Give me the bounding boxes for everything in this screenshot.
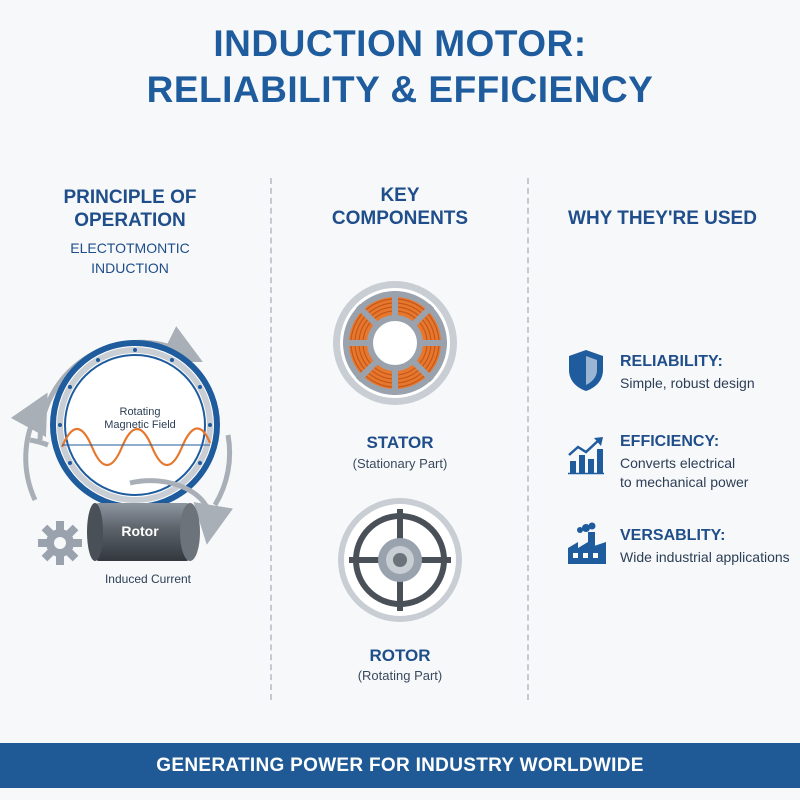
stator-bolt-ring <box>64 354 206 496</box>
rotor-name: ROTOR <box>369 646 431 665</box>
principle-subheading-line-1: ELECTOTMONTIC <box>70 240 190 256</box>
footer-banner: GENERATING POWER FOR INDUSTRY WORLDWIDE <box>0 743 800 788</box>
field-label-line-2: Magnetic Field <box>104 419 176 431</box>
field-label-line-1: Rotating <box>120 406 161 418</box>
factory-icon <box>568 522 606 564</box>
magnetic-field-wave <box>60 427 212 467</box>
rotor-right-face <box>180 503 200 561</box>
column-divider-right <box>527 178 529 700</box>
stator-description: (Stationary Part) <box>352 456 448 471</box>
growth-chart-icon <box>568 437 604 475</box>
stator-name: STATOR <box>366 433 434 452</box>
principle-heading-line-1: PRINCIPLE OF <box>63 187 197 208</box>
efficiency-title: EFFICIENCY: <box>620 433 720 450</box>
versatility-title: VERSABLITY: <box>620 527 726 544</box>
gear-icon <box>38 521 82 565</box>
reliability-description: Simple, robust design <box>620 375 755 391</box>
induced-current-label: Induced Current <box>105 572 192 586</box>
shield-icon <box>569 350 603 391</box>
rotor-label: Rotor <box>121 523 159 539</box>
column-divider-left <box>270 178 272 700</box>
stator-illustration <box>333 281 457 405</box>
efficiency-description-line-2: to mechanical power <box>620 474 749 490</box>
why-heading: WHY THEY'RE USED <box>568 208 757 229</box>
rotation-arrow-left-tail <box>29 437 49 448</box>
versatility-description: Wide industrial applications <box>620 549 790 565</box>
rotor-description: (Rotating Part) <box>357 668 443 683</box>
rotor-left-face <box>87 503 103 561</box>
principle-subheading-line-2: INDUCTION <box>91 260 169 276</box>
rotor-cylinder <box>95 503 190 561</box>
components-heading-line-1: KEY <box>380 185 420 206</box>
reliability-title: RELIABILITY: <box>620 353 723 370</box>
efficiency-description-line-1: Converts electrical <box>620 455 736 471</box>
rotation-arrow-left <box>10 392 48 502</box>
rotor-illustration <box>338 498 462 622</box>
page-title-line-1: INDUCTION MOTOR: <box>213 23 587 64</box>
induction-principle-diagram: Rotating Magnetic Field Rotor Induced Cu… <box>10 326 233 586</box>
principle-heading-line-2: OPERATION <box>74 210 186 231</box>
induced-rotation-arrow <box>129 478 233 545</box>
rotation-arrow-right <box>212 434 233 507</box>
components-heading-line-2: COMPONENTS <box>331 208 469 229</box>
page-title-line-2: RELIABILITY & EFFICIENCY <box>146 69 654 110</box>
stator-bolts <box>58 348 212 465</box>
